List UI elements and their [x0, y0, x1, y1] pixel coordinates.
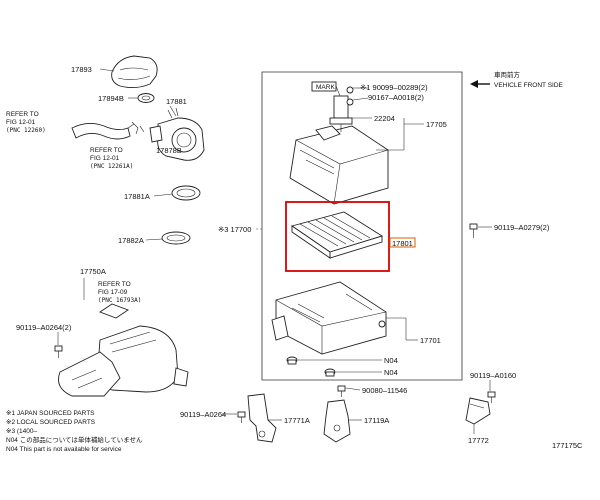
label-17772: 17772	[468, 436, 489, 445]
vehicle-front-en: VEHICLE FRONT SIDE	[494, 82, 564, 89]
highlight-label-17801[interactable]	[389, 237, 416, 248]
label-n04-a: N04	[384, 356, 398, 365]
footnote-1: ※1 JAPAN SOURCED PARTS	[6, 410, 95, 417]
part-17878B	[131, 121, 145, 135]
label-17771A: 17771A	[284, 416, 310, 425]
label-17801: 17801	[392, 239, 413, 248]
bolt-90080-11546	[337, 385, 346, 397]
label-90119-A0264-2: 90119–A0264(2)	[16, 323, 72, 332]
footnote-2: ※2 LOCAL SOURCED PARTS	[6, 419, 96, 426]
footnote-4: N04 この部品については単体補給していません	[6, 435, 143, 444]
part-17893-resonator	[111, 55, 158, 89]
footnote-5: N04 This part is not available for servi…	[6, 446, 122, 453]
assembly-frame	[261, 71, 463, 381]
label-90080-11546: 90080–11546	[362, 386, 407, 395]
part-17881-intake-body	[149, 107, 205, 161]
highlight-box-17801[interactable]	[285, 201, 390, 272]
part-17771A-bracket	[247, 393, 277, 443]
grommet-n04-a	[286, 356, 298, 365]
label-22204: 22204	[374, 114, 395, 123]
small-pad	[99, 303, 129, 319]
refer-note-1-line1: REFER TO	[6, 111, 39, 118]
front-arrow-icon	[470, 80, 478, 88]
label-17705: 17705	[426, 120, 447, 129]
refer-note-2-line1: REFER TO	[90, 147, 123, 154]
refer-note-2-line3: (PNC 12261A)	[90, 163, 133, 170]
intake-hose	[71, 123, 135, 140]
part-22204-sensor	[329, 95, 353, 132]
bolt-90119-A0279-2	[469, 223, 478, 238]
part-17772-bracket	[465, 397, 491, 425]
refer-note-3-line2: FIG 17-09	[98, 289, 128, 296]
refer-note-1-line2: FIG 12-01	[6, 119, 36, 126]
part-17750A-inlet-duct	[58, 325, 189, 397]
refer-note-3-line1: REFER TO	[98, 281, 131, 288]
label-n04-b: N04	[384, 368, 398, 377]
footnotes: ※1 JAPAN SOURCED PARTS ※2 LOCAL SOURCED …	[6, 410, 143, 453]
label-17894B: 17894B	[98, 94, 124, 103]
label-17119A: 17119A	[364, 416, 389, 425]
part-17882A-band	[161, 231, 191, 245]
label-17882A: 17882A	[118, 236, 144, 245]
refer-note-2-line2: FIG 12-01	[90, 155, 120, 162]
bolt-90119-A0160	[487, 391, 496, 403]
part-17894B-clamp	[137, 93, 155, 103]
grommet-n04-b	[324, 368, 336, 377]
footnote-3: ※3 (1400–	[6, 428, 37, 435]
label-17750A: 17750A	[80, 267, 106, 276]
figure-id: 177175C	[552, 441, 583, 450]
label-90119-A0160: 90119–A0160	[470, 371, 516, 380]
vehicle-front-jp: 車両前方	[494, 70, 521, 79]
part-17881A-clamp	[171, 185, 201, 201]
label-17700: ※3 17700	[218, 225, 251, 234]
label-90119-A0279: 90119–A0279(2)	[494, 223, 550, 232]
bolt-90119-A0264	[237, 411, 246, 423]
refer-note-1-line3: (PNC 12260)	[6, 127, 46, 134]
part-17119A-bracket	[323, 399, 351, 443]
screw-90099-00289	[346, 86, 354, 106]
label-17893: 17893	[71, 65, 92, 74]
bolt-90119-A0264-2	[54, 345, 63, 358]
label-17701: 17701	[420, 336, 441, 345]
label-90119-A0264: 90119–A0264	[180, 410, 226, 419]
part-17801-air-filter-element	[290, 211, 384, 259]
mark-label: MARK	[316, 84, 335, 91]
part-17701-case-lower	[271, 281, 387, 355]
label-90099-00289: ※1 90099–00289(2)	[360, 83, 428, 92]
label-90167-A0018: 90167–A0018(2)	[368, 93, 424, 102]
part-17705-case-cover	[289, 125, 389, 205]
label-17881: 17881	[166, 97, 187, 106]
refer-note-3-line3: (PNC 16793A)	[98, 297, 141, 304]
label-17881A: 17881A	[124, 192, 150, 201]
vehicle-front-indicator: 車両前方 VEHICLE FRONT SIDE	[470, 70, 564, 89]
label-17878B: 17878B	[156, 146, 182, 155]
